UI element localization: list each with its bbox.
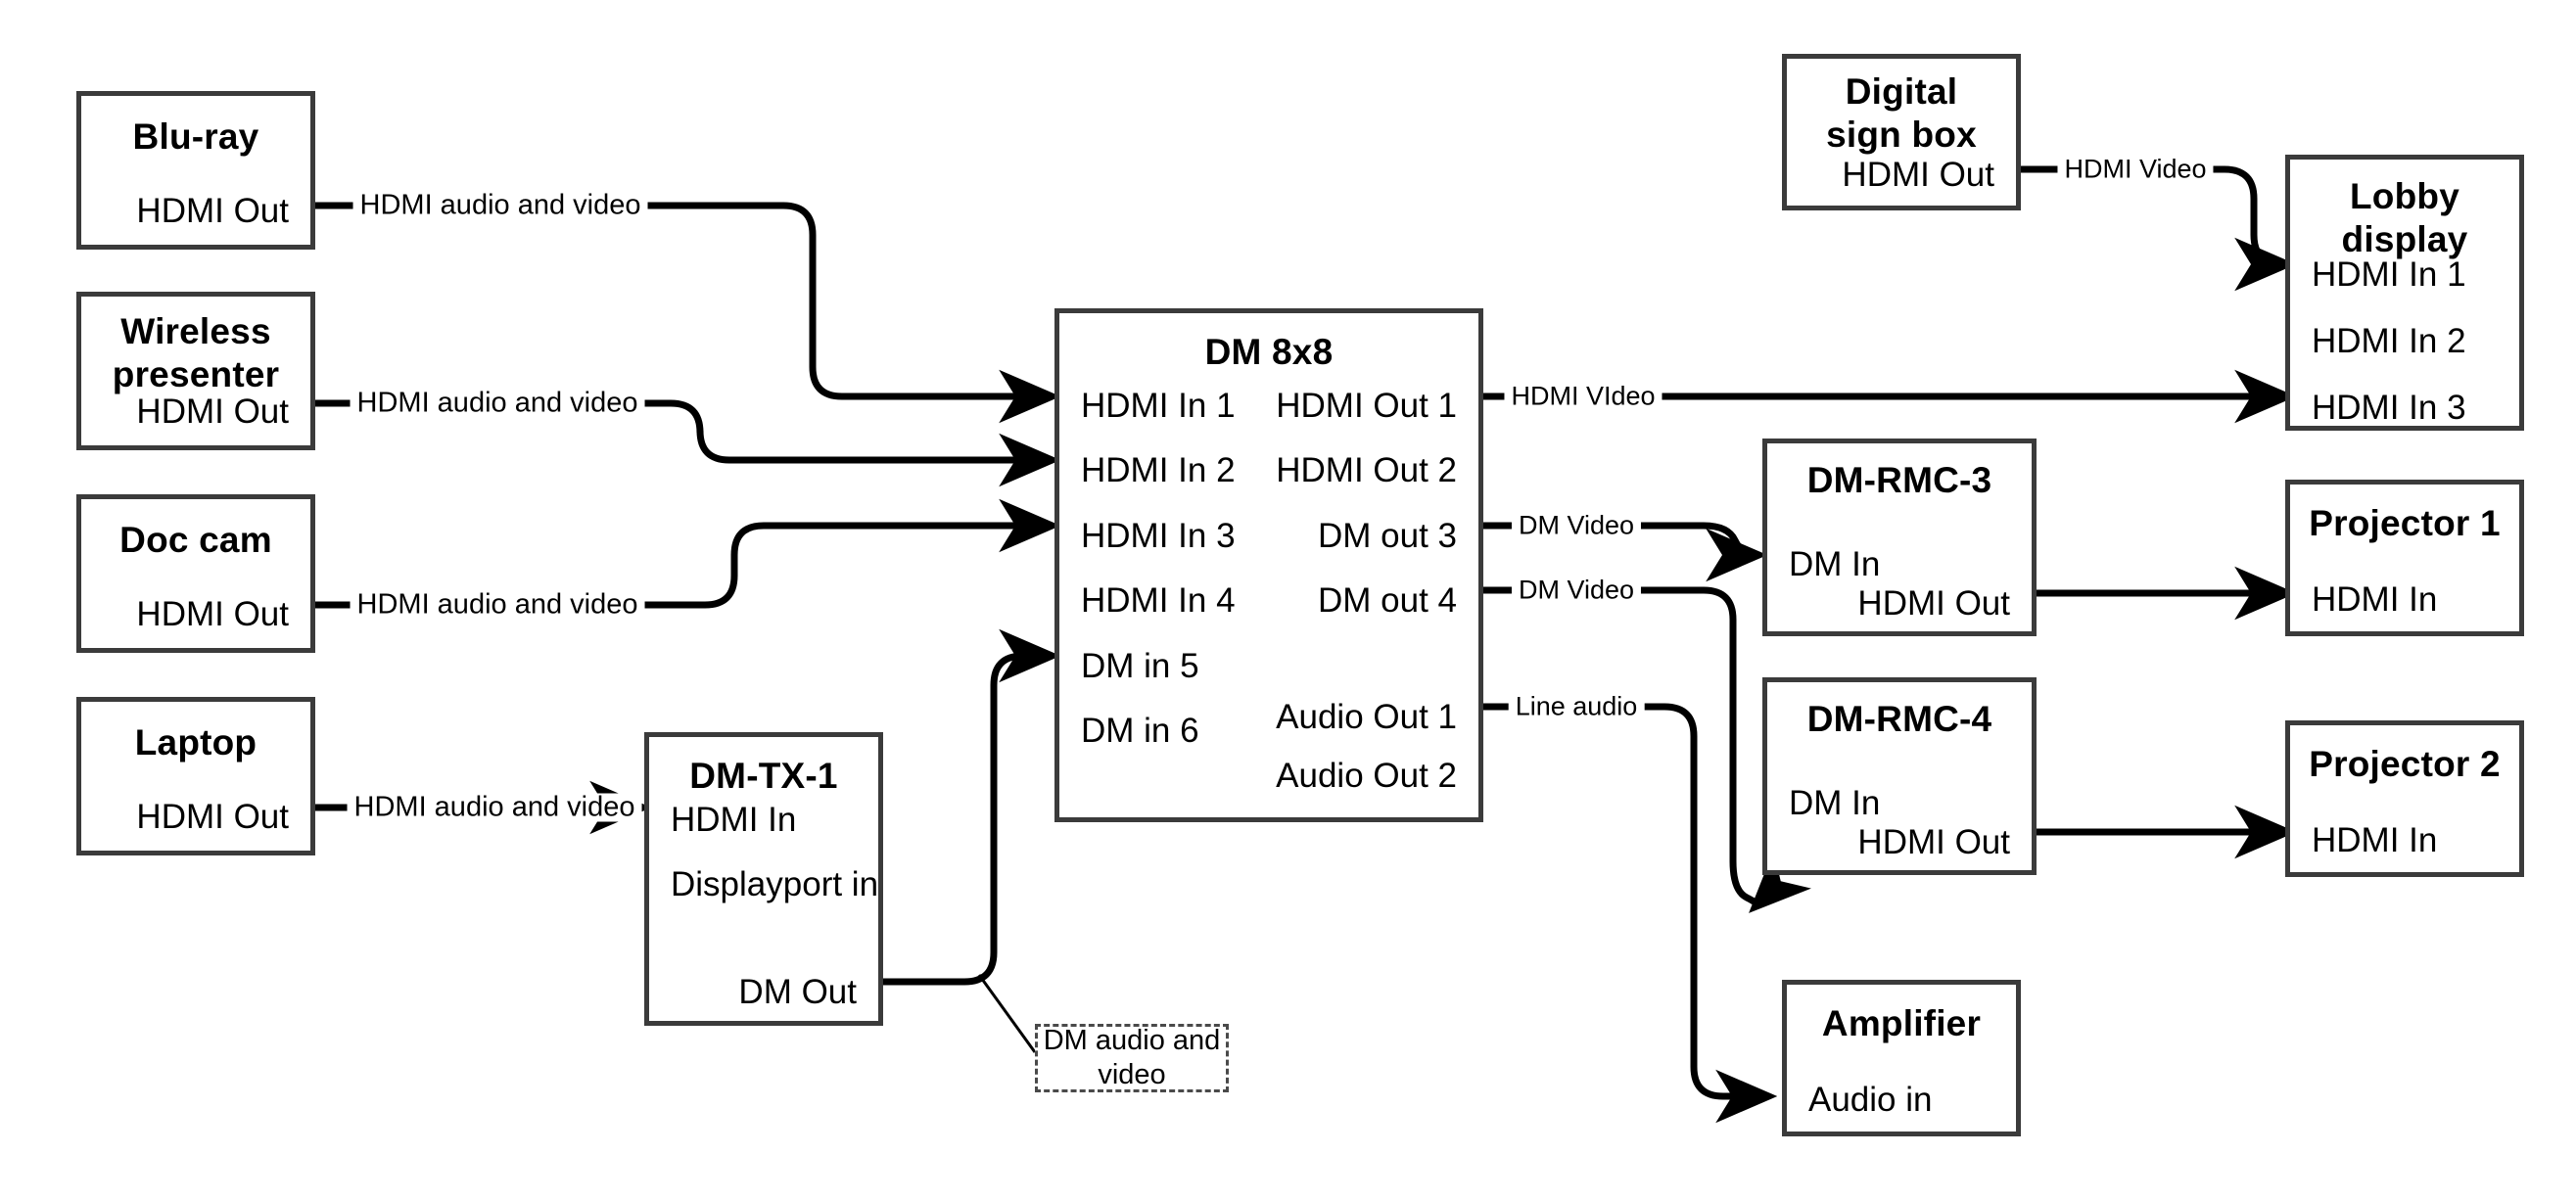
node-dm-8x8[interactable]: DM 8x8 HDMI In 1 HDMI In 2 HDMI In 3 HDM… [1054,308,1483,822]
port-projector-1-hdmi-in: HDMI In [2312,580,2438,619]
node-lobby-display-title: Lobby display [2341,176,2468,259]
edge-label-hdmi-out-1-to-lobby: HDMI VIdeo [1504,383,1663,410]
node-wireless-presenter-title: Wireless presenter [112,311,280,394]
node-dm-rmc-3-title: DM-RMC-3 [1806,460,1992,500]
port-dm-8x8-dm-out-4: DM out 4 [1318,581,1457,620]
wire-audio-out-1-to-amplifier-b [1637,703,1778,1124]
wire-doccam-to-hdmi-in-3-b [632,498,1061,609]
node-dm-rmc-4[interactable]: DM-RMC-4 DM In HDMI Out [1762,677,2037,875]
node-laptop[interactable]: Laptop HDMI Out [76,697,315,855]
edge-label-dm-out-3-to-rmc-3: DM Video [1511,512,1642,539]
node-wireless-presenter[interactable]: Wireless presenter HDMI Out [76,292,315,450]
port-dm-rmc-3-hdmi-out: HDMI Out [1857,584,2010,623]
node-doc-cam-title: Doc cam [119,520,272,560]
port-dm-tx-1-hdmi-in: HDMI In [671,801,797,839]
wire-dm-out-3-to-rmc3-b [1638,522,1768,582]
wire-dmtx1-to-dm-in-5 [883,628,1061,986]
port-dm-8x8-audio-out-2: Audio Out 2 [1276,757,1457,795]
port-doc-cam-hdmi-out: HDMI Out [136,595,289,633]
wire-wireless-to-hdmi-in-2-b [632,399,1061,487]
port-lobby-display-hdmi-in-3: HDMI In 3 [2312,389,2466,427]
wire-sign-to-lobby-hdmi-in-1-b [2205,165,2297,292]
port-dm-tx-1-displayport-in: Displayport in [671,865,879,903]
edge-label-bluray-to-hdmi-in-1: HDMI audio and video [352,191,648,220]
node-projector-2-title: Projector 2 [2309,744,2501,784]
port-dm-8x8-hdmi-out-1: HDMI Out 1 [1276,387,1457,425]
node-dm-rmc-3[interactable]: DM-RMC-3 DM In HDMI Out [1762,439,2037,636]
port-dm-rmc-4-dm-in: DM In [1789,784,1881,822]
edge-label-dm-out-4-to-rmc-4: DM Video [1511,577,1642,604]
port-dm-8x8-hdmi-in-2: HDMI In 2 [1081,451,1236,489]
port-dm-8x8-audio-out-1: Audio Out 1 [1276,698,1457,736]
node-laptop-title: Laptop [134,722,258,762]
node-digital-sign-box-title: Digital sign box [1826,71,1977,155]
port-wireless-presenter-hdmi-out: HDMI Out [136,393,289,431]
port-dm-tx-1-dm-out: DM Out [738,973,857,1011]
node-dm-tx-1[interactable]: DM-TX-1 HDMI In Displayport in DM Out [644,732,883,1026]
edge-label-laptop-to-dm-tx-1: HDMI audio and video [347,793,642,822]
node-bluray-title: Blu-ray [132,116,259,157]
port-dm-8x8-dm-in-5: DM in 5 [1081,647,1199,685]
edge-label-wireless-to-hdmi-in-2: HDMI audio and video [350,389,645,418]
port-laptop-hdmi-out: HDMI Out [136,798,289,836]
port-dm-8x8-hdmi-in-3: HDMI In 3 [1081,517,1236,555]
node-dm-tx-1-title: DM-TX-1 [689,756,838,796]
port-amplifier-audio-in: Audio in [1808,1081,1933,1119]
edge-label-sign-to-lobby: HDMI Video [2057,156,2214,183]
port-dm-8x8-hdmi-in-1: HDMI In 1 [1081,387,1236,425]
port-projector-2-hdmi-in: HDMI In [2312,821,2438,859]
node-doc-cam[interactable]: Doc cam HDMI Out [76,494,315,653]
node-amplifier[interactable]: Amplifier Audio in [1782,980,2021,1136]
node-projector-1-title: Projector 1 [2309,503,2501,543]
port-dm-8x8-dm-in-6: DM in 6 [1081,712,1199,750]
port-dm-8x8-hdmi-in-4: HDMI In 4 [1081,581,1236,620]
callout-leader-line [977,974,1037,1053]
node-projector-2[interactable]: Projector 2 HDMI In [2285,720,2524,877]
wire-dm-out-4-to-rmc4-b [1638,586,1811,913]
port-dm-8x8-hdmi-out-2: HDMI Out 2 [1276,451,1457,489]
node-bluray[interactable]: Blu-ray HDMI Out [76,91,315,250]
node-lobby-display[interactable]: Lobby display HDMI In 1 HDMI In 2 HDMI I… [2285,155,2524,431]
edge-label-doccam-to-hdmi-in-3: HDMI audio and video [350,590,645,620]
node-projector-1[interactable]: Projector 1 HDMI In [2285,480,2524,636]
port-dm-8x8-dm-out-3: DM out 3 [1318,517,1457,555]
node-dm-rmc-4-title: DM-RMC-4 [1806,699,1992,739]
port-lobby-display-hdmi-in-1: HDMI In 1 [2312,255,2466,294]
port-digital-sign-box-hdmi-out: HDMI Out [1842,156,1994,194]
callout-dm-audio-and-video: DM audio and video [1035,1024,1229,1092]
node-digital-sign-box[interactable]: Digital sign box HDMI Out [1782,54,2021,210]
port-dm-rmc-3-dm-in: DM In [1789,545,1881,583]
node-dm-8x8-title: DM 8x8 [1204,332,1334,372]
wire-bluray-to-hdmi-in-1-b [627,202,1061,424]
node-amplifier-title: Amplifier [1821,1003,1982,1043]
port-bluray-hdmi-out: HDMI Out [136,192,289,230]
edge-label-audio-out-1-to-amplifier: Line audio [1508,693,1645,720]
port-lobby-display-hdmi-in-2: HDMI In 2 [2312,322,2466,360]
port-dm-rmc-4-hdmi-out: HDMI Out [1857,823,2010,861]
